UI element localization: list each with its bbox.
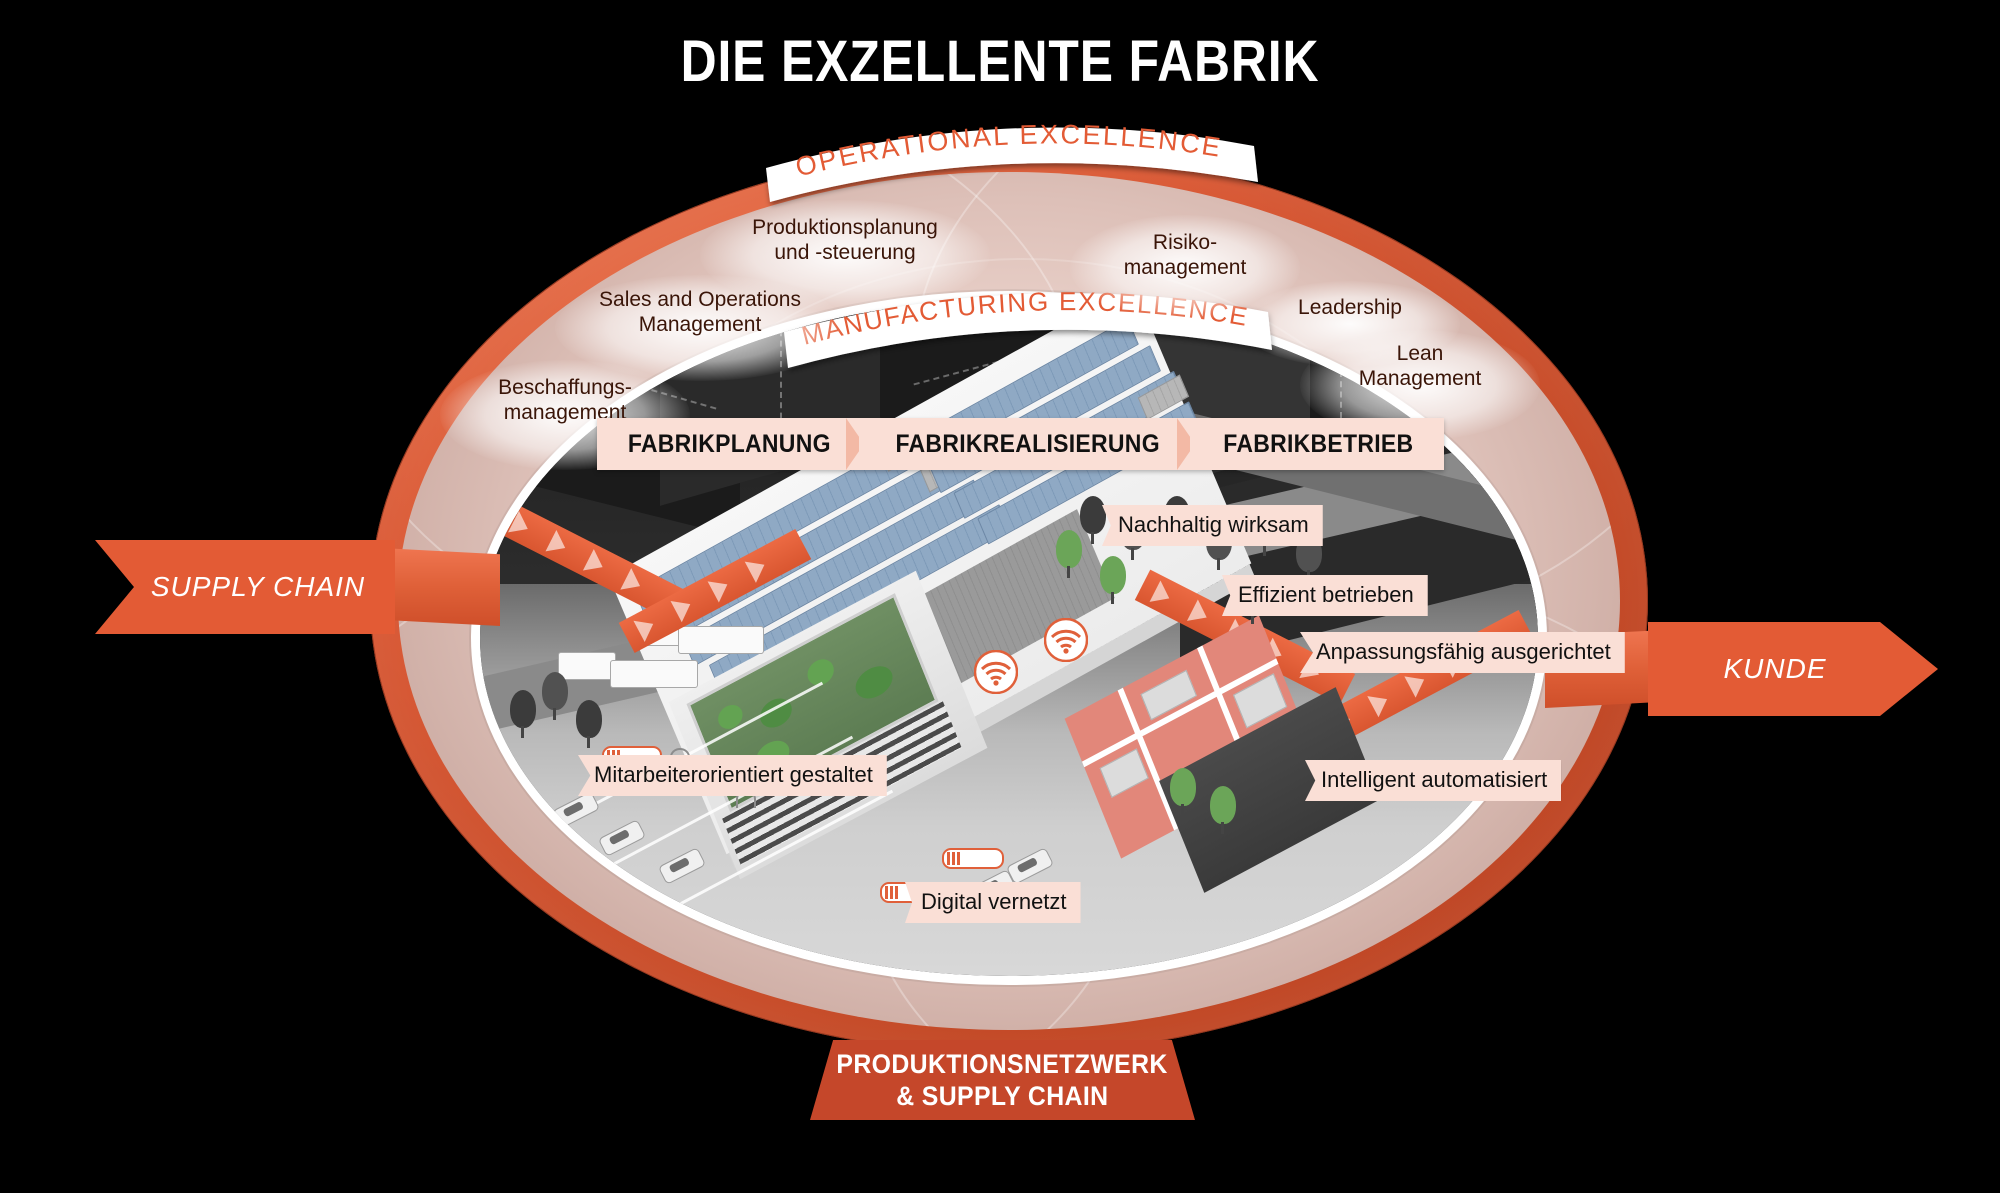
bottom-banner-line1: PRODUKTIONSNETZWERK (836, 1049, 1169, 1079)
delivery-truck (558, 652, 616, 680)
ring-label-line1: Produktionsplanung (752, 216, 938, 239)
process-step-fabrikbetrieb[interactable]: FABRIKBETRIEB (1192, 418, 1444, 470)
supply-chain-ring-connector (380, 548, 500, 626)
callout-line2: vernetzt (988, 889, 1067, 914)
callout-line2: gestaltet (789, 762, 873, 787)
bottom-banner-produktionsnetzwerk: PRODUKTIONSNETZWERK & SUPPLY CHAIN (810, 1040, 1195, 1120)
ring-label-line1: Lean (1396, 342, 1444, 365)
truck-trailer (610, 660, 698, 688)
wifi-icon (1044, 618, 1088, 662)
supply-chain-input-arrow[interactable]: SUPPLY CHAIN (95, 540, 395, 634)
ring-label-line2: management (1123, 256, 1247, 279)
callout-line2: automatisiert (1421, 767, 1548, 792)
supply-chain-label: SUPPLY CHAIN (150, 571, 366, 602)
ring-label-produktionsplanung: Produktionsplanung und -steuerung (700, 215, 990, 265)
kunde-output-arrow[interactable]: KUNDE (1648, 622, 1938, 716)
callout-line2: ausgerichtet (1490, 639, 1611, 664)
callout-line1: Intelligent (1321, 767, 1416, 792)
ring-label-line1: Leadership (1298, 296, 1402, 319)
ev-charging-icon (942, 848, 1004, 869)
truck-trailer (678, 626, 764, 654)
bottom-banner-line2: & SUPPLY CHAIN (896, 1081, 1109, 1111)
ring-label-line2: und -steuerung (774, 241, 916, 264)
ribbon-manufacturing-excellence: MANUFACTURING EXCELLENCE (776, 286, 1276, 368)
ring-label-lean-management: Lean Management (1300, 341, 1540, 391)
ring-label-line1: Sales and Operations (599, 288, 801, 311)
ring-label-line2: Management (1358, 367, 1482, 390)
callout-nachhaltig-wirksam: Nachhaltig wirksam (1102, 505, 1323, 546)
page-title: DIE EXZELLENTE FABRIK (680, 29, 1320, 94)
process-step-fabrikplanung[interactable]: FABRIKPLANUNG (597, 418, 862, 470)
callout-digital-vernetzt: Digital vernetzt (905, 882, 1081, 923)
callout-line1: Nachhaltig (1118, 512, 1222, 537)
callout-anpassungsfaehig-ausgerichtet: Anpassungsfähig ausgerichtet (1300, 632, 1625, 673)
callout-line2: betrieben (1321, 582, 1414, 607)
callout-effizient-betrieben: Effizient betrieben (1222, 575, 1428, 616)
process-step-label: FABRIKBETRIEB (1223, 429, 1414, 458)
callout-mitarbeiterorientiert-gestaltet: Mitarbeiterorientiert gestaltet (578, 755, 887, 796)
wifi-icon (974, 650, 1018, 694)
ring-label-sales-operations: Sales and Operations Management (555, 287, 845, 337)
process-step-fabrikrealisierung[interactable]: FABRIKREALISIERUNG (861, 418, 1193, 470)
ring-label-beschaffungsmanagement: Beschaffungs- management (440, 375, 690, 425)
callout-line1: Effizient (1238, 582, 1316, 607)
callout-line2: wirksam (1228, 512, 1309, 537)
callout-line1: Digital (921, 889, 983, 914)
process-chevron-bar: FABRIKPLANUNG FABRIKREALISIERUNG FABRIKB… (597, 418, 1444, 470)
ribbon-operational-excellence: OPERATIONAL EXCELLENCE (760, 119, 1260, 202)
ring-label-risikomanagement: Risiko- management (1070, 230, 1300, 280)
callout-intelligent-automatisiert: Intelligent automatisiert (1305, 760, 1562, 801)
process-step-label: FABRIKPLANUNG (627, 429, 831, 458)
callout-line1: Anpassungsfähig (1316, 639, 1485, 664)
ring-label-line2: Management (638, 313, 762, 336)
process-step-label: FABRIKREALISIERUNG (895, 429, 1160, 458)
ring-label-line1: Risiko- (1152, 231, 1218, 254)
ring-label-line1: Beschaffungs- (498, 376, 632, 399)
plan-guide-line (780, 320, 782, 470)
callout-line1: Mitarbeiterorientiert (594, 762, 784, 787)
ring-label-line2: management (503, 401, 627, 424)
kunde-label: KUNDE (1723, 653, 1827, 684)
ring-label-leadership: Leadership (1240, 295, 1460, 320)
